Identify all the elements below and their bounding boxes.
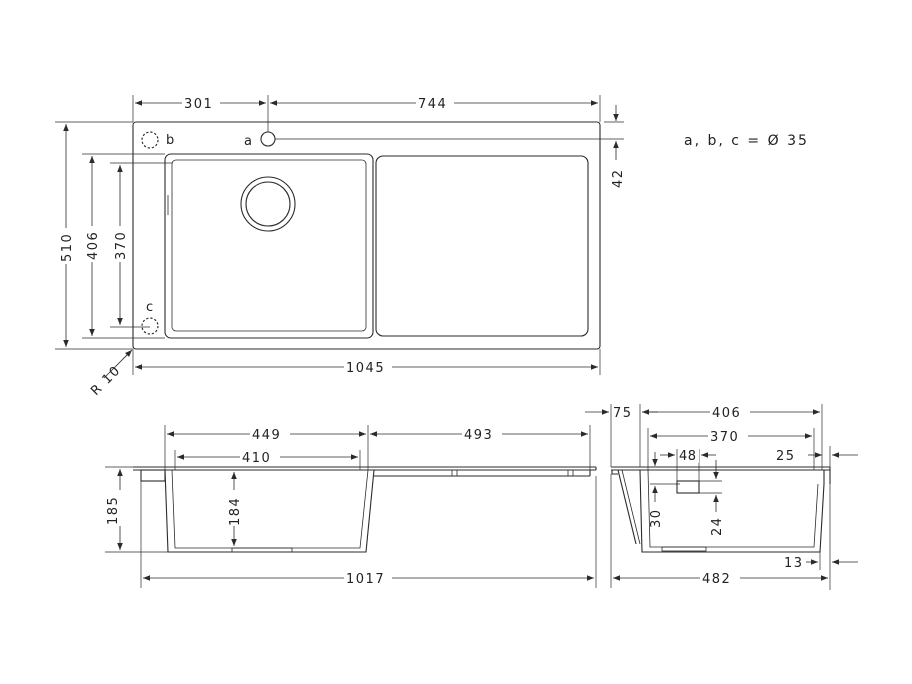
dim-410: 410 bbox=[242, 451, 271, 466]
dim-510: 510 bbox=[60, 233, 75, 262]
front-section-view: 449 493 410 185 184 1017 bbox=[105, 425, 597, 588]
label-a: a bbox=[244, 134, 253, 149]
drain-outer bbox=[240, 176, 296, 232]
dim-493: 493 bbox=[464, 428, 493, 443]
hole-diameter-note: a, b, c = Ø 35 bbox=[684, 133, 809, 149]
dim-184: 184 bbox=[228, 497, 243, 526]
sink-outline bbox=[132, 121, 601, 350]
hole-c bbox=[141, 317, 159, 335]
side-bowl-section bbox=[639, 469, 825, 553]
bowl-section bbox=[164, 469, 375, 553]
drainer-area bbox=[375, 155, 589, 337]
dim-30: 30 bbox=[649, 508, 664, 528]
dim-48: 48 bbox=[679, 449, 697, 464]
dim-r10: R 10 bbox=[88, 363, 124, 399]
bowl-inner bbox=[171, 159, 367, 332]
dim-75: 75 bbox=[613, 406, 633, 421]
dim-449: 449 bbox=[252, 428, 281, 443]
dim-744: 744 bbox=[418, 97, 447, 112]
hole-b bbox=[141, 131, 159, 149]
dim-370-side: 370 bbox=[710, 430, 739, 445]
dim-406-top: 406 bbox=[86, 231, 101, 260]
drain-inner bbox=[245, 181, 291, 227]
dim-13: 13 bbox=[784, 556, 804, 571]
dim-482: 482 bbox=[702, 572, 731, 587]
dim-301: 301 bbox=[184, 97, 213, 112]
dim-370-top: 370 bbox=[114, 231, 129, 260]
dim-24: 24 bbox=[710, 516, 725, 536]
dim-185: 185 bbox=[106, 496, 121, 525]
dim-406-side: 406 bbox=[712, 406, 741, 421]
side-section-view: 75 406 370 48 30 24 25 bbox=[585, 404, 858, 590]
bowl-outer bbox=[164, 153, 374, 339]
top-view: a b c 301 744 42 510 406 370 bbox=[55, 95, 626, 399]
dim-1045: 1045 bbox=[346, 361, 385, 376]
label-b: b bbox=[166, 133, 176, 148]
dim-1017: 1017 bbox=[346, 572, 385, 587]
label-c: c bbox=[146, 300, 155, 315]
tap-hole-a bbox=[260, 131, 276, 147]
dim-25: 25 bbox=[776, 449, 796, 464]
dim-42: 42 bbox=[611, 168, 626, 188]
